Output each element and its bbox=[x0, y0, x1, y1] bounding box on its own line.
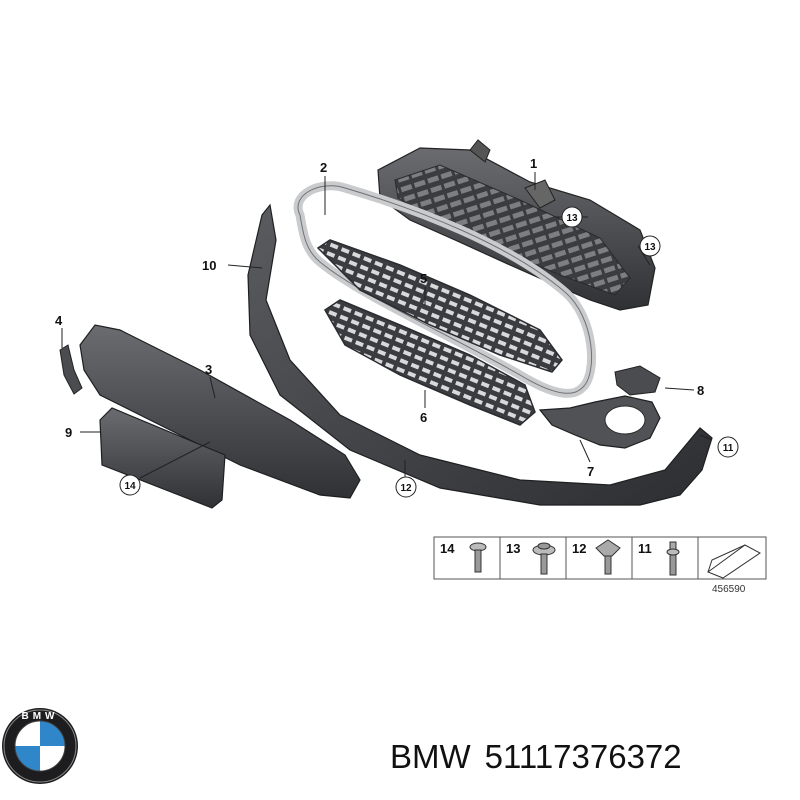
screw-icon bbox=[469, 542, 487, 573]
plate-base-part bbox=[99, 407, 226, 509]
label-3: 3 bbox=[205, 362, 212, 377]
label-13a: 13 bbox=[566, 213, 578, 224]
label-10: 10 bbox=[202, 258, 216, 273]
label-8: 8 bbox=[697, 383, 704, 398]
bumper-spoiler-part bbox=[247, 203, 713, 506]
sensor-holder-part bbox=[614, 365, 661, 396]
flange-screw-icon bbox=[532, 542, 556, 575]
fastener-number-13: 13 bbox=[506, 541, 520, 556]
clip-screw-icon bbox=[666, 541, 680, 576]
label-13b: 13 bbox=[644, 242, 656, 253]
label-7: 7 bbox=[587, 464, 594, 479]
grille-insert-part bbox=[316, 239, 563, 373]
label-14: 14 bbox=[124, 481, 136, 492]
label-4: 4 bbox=[55, 313, 63, 328]
fastener-number-11: 11 bbox=[638, 541, 652, 556]
fastener-table: 14 13 12 11 bbox=[433, 536, 767, 580]
bmw-logo-icon: BMW bbox=[2, 708, 78, 784]
label-2: 2 bbox=[320, 160, 327, 175]
label-5: 5 bbox=[420, 271, 427, 286]
caption-part-number: 51117376372 bbox=[484, 738, 682, 775]
callouts: 1 2 3 4 5 6 7 8 9 10 11 12 13 13 14 bbox=[55, 156, 739, 498]
bracket-part bbox=[59, 344, 83, 395]
label-12: 12 bbox=[400, 483, 412, 494]
reference-number: 456590 bbox=[712, 584, 746, 595]
fastener-number-12: 12 bbox=[572, 541, 586, 556]
label-6: 6 bbox=[420, 410, 427, 425]
wedge-icon bbox=[706, 544, 761, 579]
label-11: 11 bbox=[723, 443, 734, 454]
expanding-rivet-icon bbox=[595, 539, 621, 575]
part-caption: BMW 51117376372 bbox=[390, 738, 790, 776]
fastener-number-14: 14 bbox=[440, 541, 455, 556]
bmw-logo-text: BMW bbox=[22, 711, 59, 722]
label-1: 1 bbox=[530, 156, 537, 171]
lower-grille-part bbox=[324, 299, 536, 426]
upper-grille-part bbox=[377, 139, 656, 311]
leader-lines bbox=[61, 172, 713, 479]
lower-trim-part bbox=[79, 324, 361, 499]
label-9: 9 bbox=[65, 425, 72, 440]
caption-brand: BMW bbox=[390, 738, 471, 775]
